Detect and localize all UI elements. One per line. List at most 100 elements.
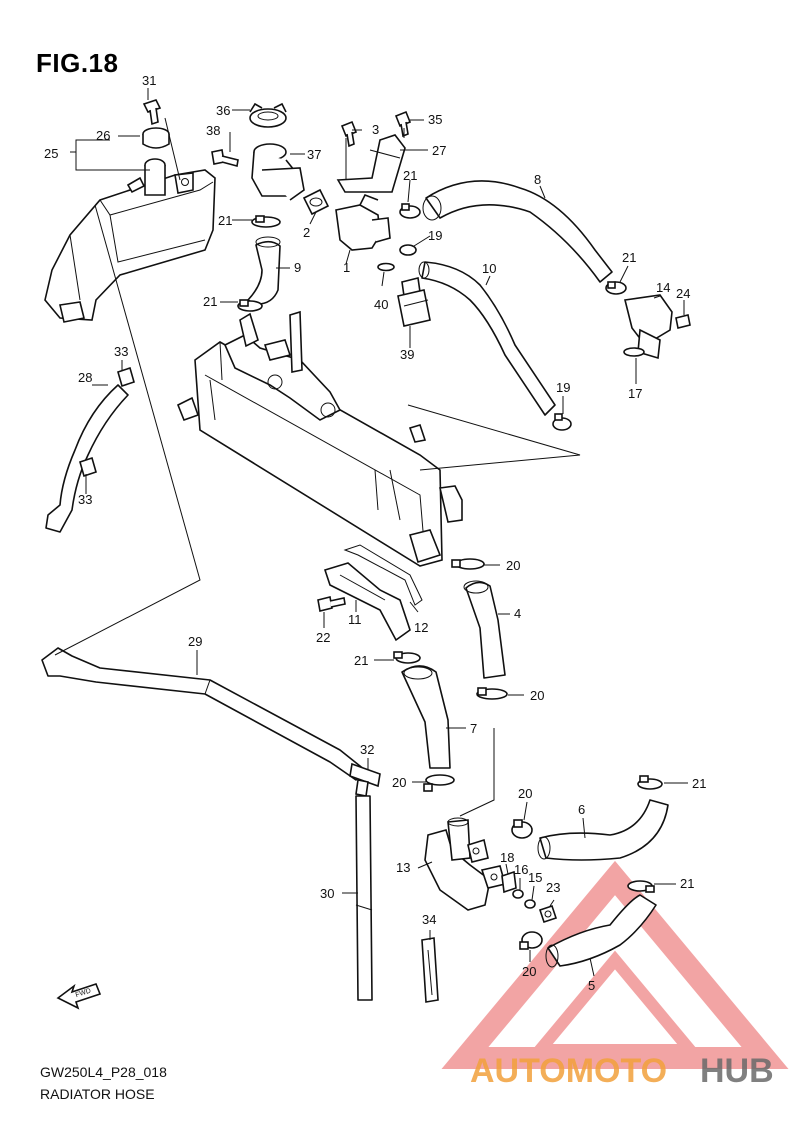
hose-28 — [45, 384, 129, 533]
callout-21-g: 21 — [680, 876, 694, 891]
callout-22: 22 — [316, 630, 330, 645]
callout-20-e: 20 — [522, 964, 536, 979]
bolt-3 — [340, 120, 358, 148]
callout-34: 34 — [422, 912, 436, 927]
thermostat-housing-37 — [251, 143, 305, 201]
callout-40: 40 — [374, 297, 388, 312]
callout-13: 13 — [396, 860, 410, 875]
callout-21-f: 21 — [692, 776, 706, 791]
hose-5 — [545, 894, 657, 968]
callout-4: 4 — [514, 606, 521, 621]
callout-32: 32 — [360, 742, 374, 757]
hose-29 — [41, 647, 366, 781]
callout-21-e: 21 — [354, 653, 368, 668]
thermostat-2 — [302, 188, 330, 216]
water-pipe-13 — [424, 817, 506, 911]
clamp-21-b — [237, 299, 263, 312]
joint-32 — [349, 762, 381, 797]
callout-39: 39 — [400, 347, 414, 362]
hose-8 — [422, 180, 613, 283]
clamp-21-a — [251, 215, 281, 228]
callout-2: 2 — [303, 225, 310, 240]
callout-33-b: 33 — [78, 492, 92, 507]
hose-10 — [418, 261, 556, 416]
callout-38: 38 — [206, 123, 220, 138]
hose-4 — [463, 580, 506, 679]
clamp-20-c — [423, 774, 455, 792]
watermark-text-a: AUTOMOTO — [470, 1052, 667, 1090]
callout-14: 14 — [656, 280, 670, 295]
callout-33-a: 33 — [114, 344, 128, 359]
callout-20-c: 20 — [392, 775, 406, 790]
hose-6 — [537, 799, 669, 861]
reservoir-cap — [142, 127, 170, 149]
oring-17 — [623, 347, 645, 357]
figure-code: GW250L4_P28_018 — [40, 1064, 167, 1080]
clip-33-b — [79, 456, 97, 478]
thermostat-cap-36 — [249, 102, 287, 128]
watermark-text: AUTOMOTO HUB — [470, 1052, 774, 1090]
callout-28: 28 — [78, 370, 92, 385]
callout-24: 24 — [676, 286, 690, 301]
clamp-20-d — [511, 819, 533, 839]
callout-3: 3 — [372, 122, 379, 137]
callout-18: 18 — [500, 850, 514, 865]
reservoir-tank — [44, 158, 216, 323]
callout-9: 9 — [294, 260, 301, 275]
callout-27: 27 — [432, 143, 446, 158]
callout-11: 11 — [348, 612, 362, 627]
collar-18 — [501, 870, 517, 894]
bracket-11 — [323, 562, 411, 642]
callout-30: 30 — [320, 886, 334, 901]
callout-17: 17 — [628, 386, 642, 401]
callout-7: 7 — [470, 721, 477, 736]
leader-lines — [70, 88, 688, 977]
figure-title: FIG.18 — [36, 48, 119, 78]
callout-29: 29 — [188, 634, 202, 649]
watermark-logo-icon — [441, 860, 789, 1069]
clip-33-a — [117, 366, 135, 388]
callout-37: 37 — [307, 147, 321, 162]
bracket-27 — [336, 134, 406, 193]
callout-20-a: 20 — [506, 558, 520, 573]
washer-15 — [524, 899, 536, 909]
callout-21-a: 21 — [218, 213, 232, 228]
figure-name: RADIATOR HOSE — [40, 1086, 155, 1102]
callout-21-c: 21 — [403, 168, 417, 183]
clamp-21-f — [637, 775, 663, 790]
clamp-19-a — [399, 244, 417, 256]
callout-26: 26 — [96, 128, 110, 143]
bolt-35 — [394, 110, 412, 138]
clamp-21-c — [399, 203, 421, 219]
clamp-21-g — [627, 880, 655, 893]
callout-16: 16 — [514, 862, 528, 877]
callout-5: 5 — [588, 978, 595, 993]
clamp-21-d — [605, 281, 627, 295]
washer-16 — [512, 889, 524, 899]
callout-35: 35 — [428, 112, 442, 127]
callout-21-b: 21 — [203, 294, 217, 309]
bolt-38 — [211, 149, 239, 167]
callout-10: 10 — [482, 261, 496, 276]
gasket-12 — [343, 544, 423, 606]
callout-12: 12 — [414, 620, 428, 635]
callout-36: 36 — [216, 103, 230, 118]
forward-arrow-icon: FWD — [56, 983, 102, 1010]
clip-34 — [421, 937, 439, 1003]
callout-15: 15 — [528, 870, 542, 885]
callout-19-a: 19 — [428, 228, 442, 243]
callout-8: 8 — [534, 172, 541, 187]
hose-7 — [401, 665, 451, 769]
fwd-label: FWD — [75, 988, 92, 1000]
radiator-core — [176, 310, 463, 567]
clamp-20-b — [476, 687, 508, 700]
gasket-40 — [377, 262, 395, 272]
callout-20-d: 20 — [518, 786, 532, 801]
fitting-14 — [624, 294, 673, 360]
bolt-23 — [538, 904, 558, 924]
watermark-text-b: HUB — [700, 1052, 774, 1090]
callout-31: 31 — [142, 73, 156, 88]
callout-labels: 31 26 25 36 38 37 3 35 27 21 2 1 9 21 21… — [44, 73, 706, 993]
